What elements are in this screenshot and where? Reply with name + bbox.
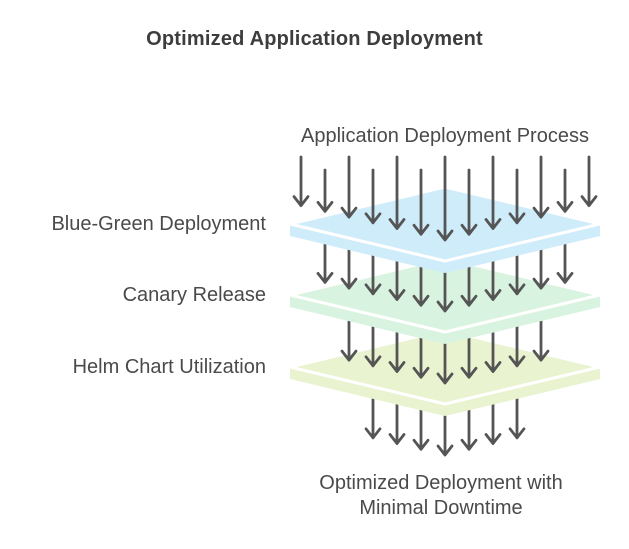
down-arrow-icon <box>316 168 334 213</box>
down-arrow-icon <box>340 155 358 219</box>
arrow-flow-group-2 <box>340 313 550 385</box>
down-arrow-icon <box>460 330 478 379</box>
down-arrow-icon <box>484 397 502 445</box>
down-arrow-icon <box>508 319 526 368</box>
down-arrow-icon <box>508 248 526 296</box>
down-arrow-icon <box>532 155 550 219</box>
down-arrow-icon <box>460 402 478 451</box>
down-arrow-icon <box>484 325 502 373</box>
down-arrow-icon <box>532 313 550 362</box>
arrow-flow-group-3 <box>364 391 526 457</box>
down-arrow-icon <box>364 319 382 368</box>
down-arrow-icon <box>484 155 502 230</box>
down-arrow-icon <box>532 242 550 290</box>
down-arrow-icon <box>412 259 430 307</box>
down-arrow-icon <box>508 391 526 440</box>
down-arrow-icon <box>508 168 526 225</box>
down-arrow-icon <box>364 248 382 296</box>
result-label-line-1: Optimized Deployment with <box>319 472 563 494</box>
result-label: Optimized Deployment with Minimal Downti… <box>281 471 601 521</box>
result-label-line-2: Minimal Downtime <box>359 497 523 519</box>
down-arrow-icon <box>556 236 574 284</box>
down-arrow-icon <box>484 254 502 301</box>
down-arrow-icon <box>292 155 310 208</box>
down-arrow-icon <box>316 236 334 284</box>
process-source-label: Application Deployment Process <box>301 125 589 147</box>
diagram-title: Optimized Application Deployment <box>146 28 483 50</box>
down-arrow-icon <box>580 155 598 208</box>
down-arrow-icon <box>340 313 358 362</box>
down-arrow-icon <box>460 168 478 236</box>
down-arrow-icon <box>388 155 406 230</box>
layer-label-canary-release: Canary Release <box>122 284 266 306</box>
down-arrow-icon <box>388 254 406 301</box>
layer-label-blue-green-deployment: Blue-Green Deployment <box>51 213 266 235</box>
down-arrow-icon <box>556 168 574 213</box>
layer-label-helm-chart-utilization: Helm Chart Utilization <box>72 356 266 378</box>
down-arrow-icon <box>436 265 454 313</box>
down-arrow-icon <box>436 336 454 385</box>
down-arrow-icon <box>340 242 358 290</box>
down-arrow-icon <box>388 325 406 373</box>
down-arrow-icon <box>412 330 430 379</box>
arrow-flow-group-0 <box>292 155 598 242</box>
down-arrow-icon <box>436 155 454 242</box>
arrow-flow-group-1 <box>316 236 574 313</box>
down-arrow-icon <box>412 168 430 236</box>
down-arrow-icon <box>364 391 382 440</box>
down-arrow-icon <box>412 402 430 451</box>
down-arrow-icon <box>460 259 478 307</box>
down-arrow-icon <box>388 397 406 445</box>
down-arrow-icon <box>436 408 454 457</box>
down-arrow-icon <box>364 168 382 225</box>
